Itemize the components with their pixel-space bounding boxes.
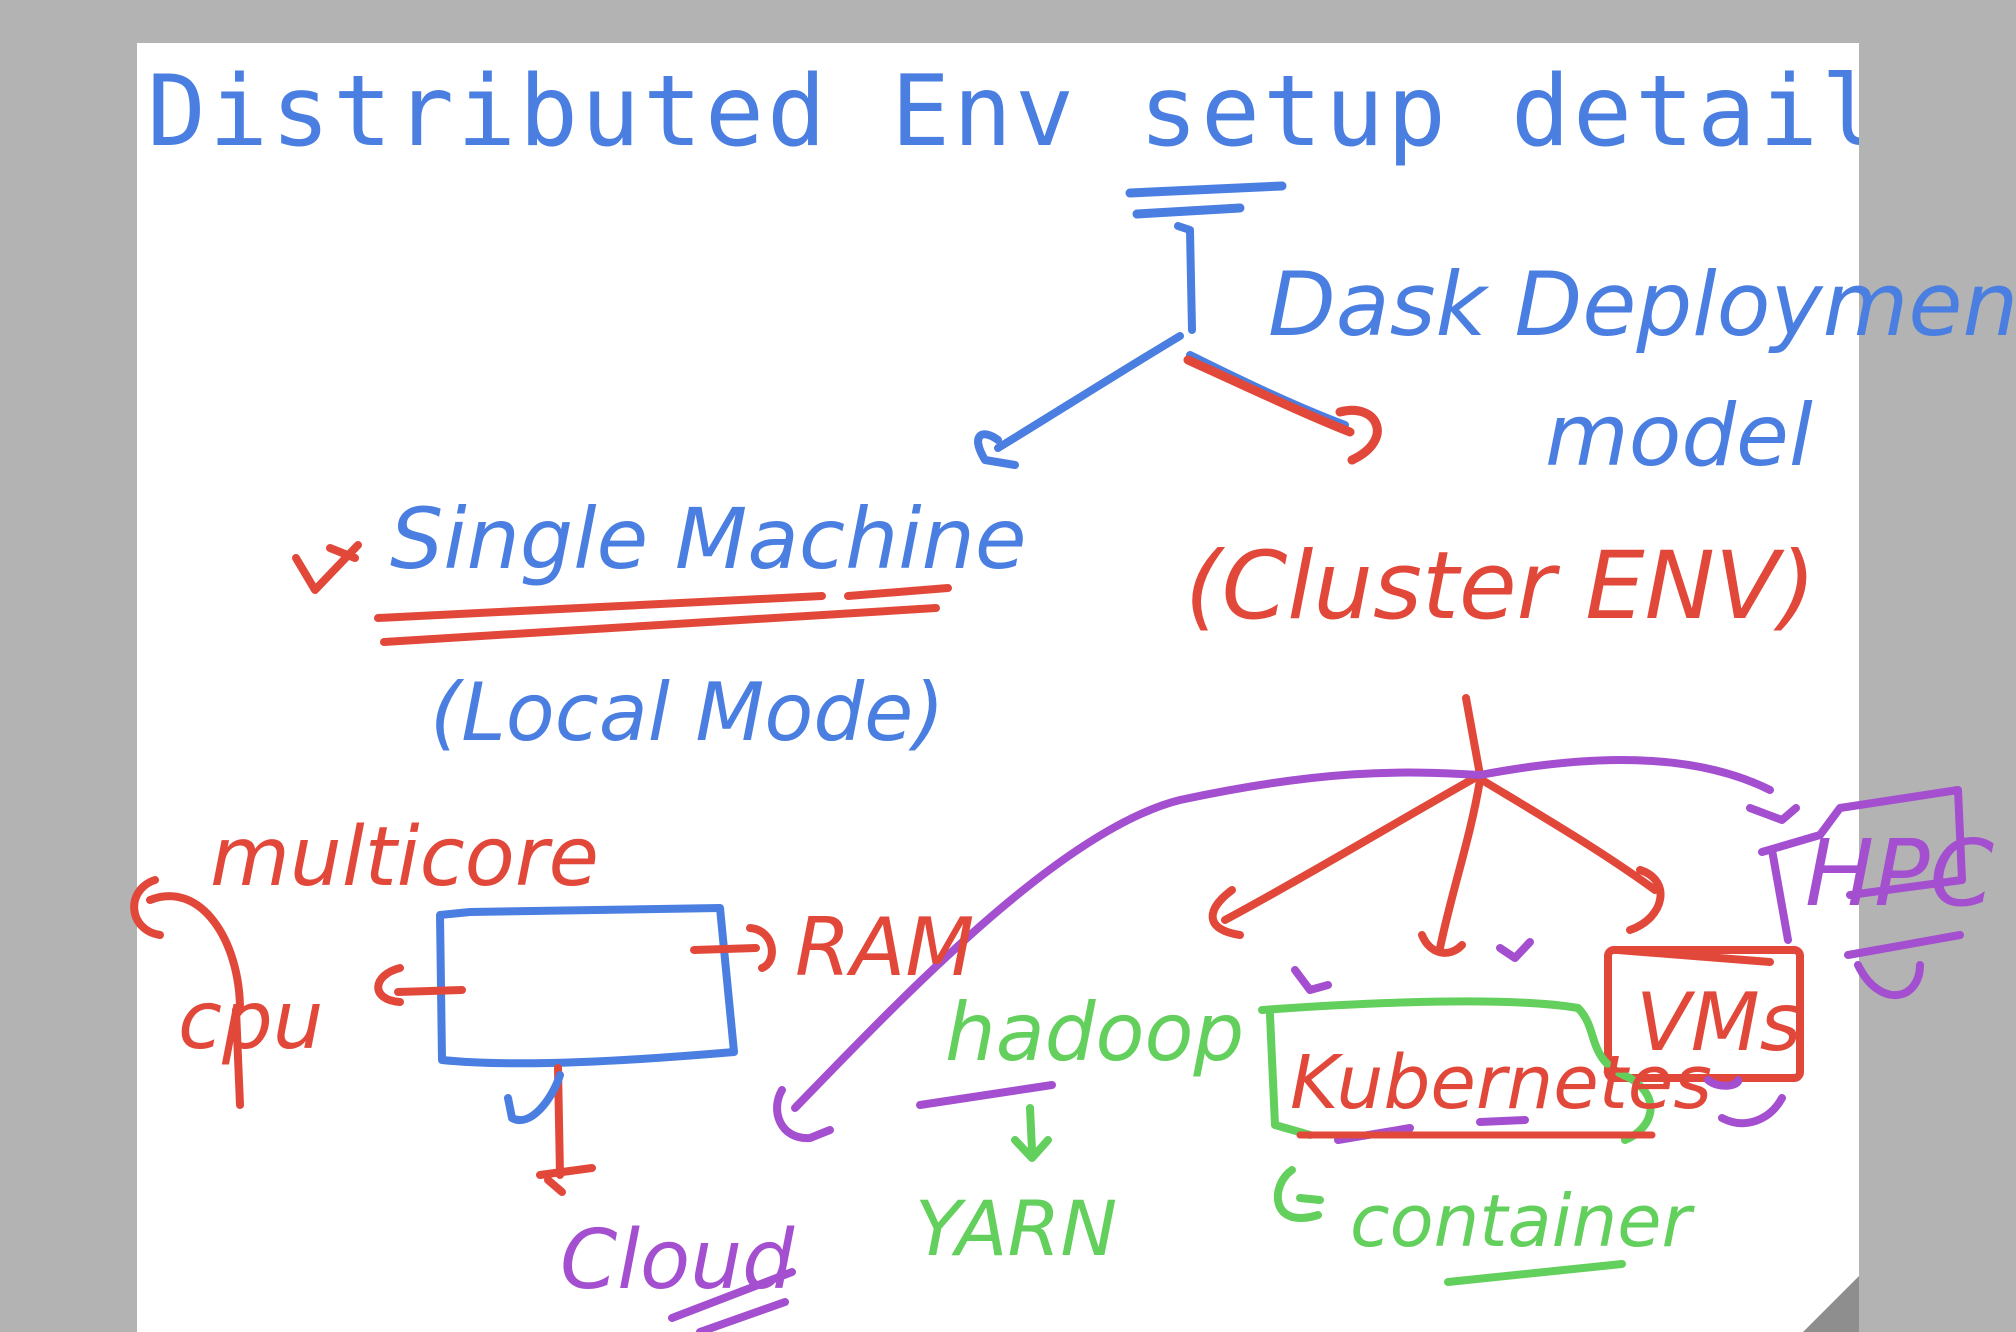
page-title: Distributed Env setup details: [147, 55, 1859, 169]
dask-deployment-label: Dask Deployment: [1268, 253, 2016, 356]
kubernetes-label: Kubernetes: [1290, 1040, 1712, 1126]
container-arrow: [1273, 1166, 1324, 1222]
cpu-label: cpu: [178, 974, 323, 1067]
cpu-arrow: [232, 964, 466, 1109]
cloud-hpc-arc: [791, 756, 1774, 1112]
yarn-label: YARN: [915, 1184, 1117, 1273]
checkmark: [292, 541, 362, 594]
hpc-bracket: [1758, 786, 1966, 944]
hpc-underline: [1844, 931, 1964, 999]
vms-box: [1604, 946, 1804, 1082]
cluster-stem: [1462, 694, 1484, 779]
vms-purple-arrow: [1704, 1076, 1786, 1128]
title-underline: [1125, 181, 1287, 219]
hadoop-underline: [916, 1081, 1056, 1109]
vms-box-top-stroke: [1614, 946, 1774, 966]
multicore-label: multicore: [210, 810, 599, 905]
container-label: container: [1350, 1179, 1696, 1263]
container-underline: [1444, 1260, 1626, 1286]
cloud-arrowhead: [773, 1086, 834, 1143]
machine-blue-tick: [504, 1071, 564, 1124]
page-curl-corner: [1803, 1276, 1859, 1332]
vms-label: VMs: [1636, 976, 1801, 1069]
tree-branch-right: [1186, 351, 1349, 429]
hpc-label: HPC: [1805, 820, 1994, 927]
local-mode-label: (Local Mode): [430, 666, 945, 759]
tree-arrow-right: [1183, 355, 1382, 465]
ram-arrow: [690, 924, 776, 972]
cluster-branches: [1208, 771, 1665, 957]
cluster-env-label: (Cluster ENV): [1185, 532, 1816, 641]
machine-down-arrow: [536, 1064, 596, 1196]
tree-branch-left: [974, 332, 1184, 469]
kubernetes-green-box: [1258, 997, 1655, 1144]
single-machine-label: Single Machine: [390, 490, 1027, 588]
hadoop-arrow: [1011, 1104, 1052, 1162]
note-page: Distributed Env setup details: [137, 43, 1859, 1332]
tree-stem: [1174, 222, 1196, 334]
multicore-arrow: [130, 876, 244, 1014]
dask-model-label: model: [1545, 386, 1813, 486]
single-machine-underline: [374, 584, 952, 646]
cloud-label: Cloud: [560, 1213, 795, 1308]
kubernetes-tick: [1291, 938, 1534, 994]
ram-label: RAM: [795, 901, 974, 994]
hadoop-label: hadoop: [945, 986, 1244, 1079]
machine-box: [436, 904, 738, 1068]
hpc-arrowhead: [1746, 804, 1800, 824]
cloud-underline: [668, 1268, 796, 1332]
